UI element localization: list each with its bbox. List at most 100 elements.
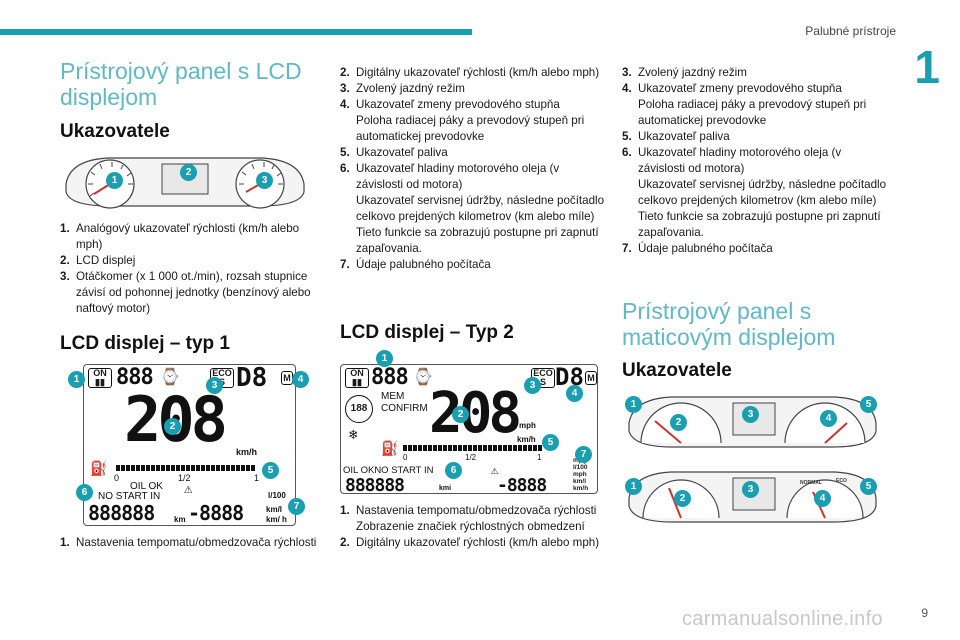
trip-unit: km/ h bbox=[266, 515, 287, 524]
callout-badge: 1 bbox=[625, 396, 642, 413]
page-title: Prístrojový panel s LCD displejom bbox=[60, 58, 302, 110]
callout-badge: 5 bbox=[860, 478, 877, 495]
oil-no-start-label: OIL OKNO START IN bbox=[343, 465, 434, 476]
legend-list: 1.Analógový ukazovateľ rýchlosti (km/h a… bbox=[60, 221, 325, 317]
service-wrench-icon: ⚠ bbox=[184, 481, 193, 497]
odometer-unit: km bbox=[174, 515, 186, 524]
fuel-scale-label: 0 bbox=[403, 453, 408, 462]
list-item: 7.Údaje palubného počítača bbox=[622, 242, 773, 255]
oil-ok-label: OIL OK bbox=[130, 481, 163, 492]
header-bar bbox=[0, 29, 472, 35]
trip-unit-km-l: km/l bbox=[266, 505, 283, 514]
fuel-scale-label: 1 bbox=[537, 453, 542, 462]
callout-badge: 3 bbox=[742, 406, 759, 423]
list-item: 6.Ukazovateľ hladiny motorového oleja (v… bbox=[340, 162, 605, 255]
callout-badge: 2 bbox=[164, 418, 181, 435]
callout-badge: 6 bbox=[445, 462, 462, 479]
snowflake-icon: ❄ bbox=[349, 427, 358, 443]
speed-unit: km/h bbox=[236, 447, 258, 457]
callout-badge: 4 bbox=[566, 385, 583, 402]
legend-list: 1.Nastavenia tempomatu/obmedzovača rýchl… bbox=[340, 503, 605, 551]
callout-badge: 2 bbox=[180, 164, 197, 181]
page-title: Prístrojový panel s maticovým displejom bbox=[622, 298, 836, 350]
trip-digits: -8888 bbox=[188, 501, 244, 525]
fuel-pump-icon: ⛽ bbox=[90, 461, 108, 477]
callout-badge: 1 bbox=[68, 371, 85, 388]
section-heading: Ukazovatele bbox=[60, 121, 170, 142]
fuel-scale-label: 1/2 bbox=[465, 453, 477, 462]
list-item: 5.Ukazovateľ paliva bbox=[622, 130, 730, 143]
speed-unit-mph: mph bbox=[519, 421, 536, 430]
legend-list: 2.Digitálny ukazovateľ rýchlosti (km/h a… bbox=[340, 65, 605, 273]
cruise-speed-digits: 888 bbox=[371, 365, 409, 390]
speedometer-icon: ⌚ bbox=[413, 367, 433, 386]
callout-badge: 1 bbox=[106, 172, 123, 189]
callout-badge: 3 bbox=[256, 172, 273, 189]
callout-badge: 4 bbox=[820, 410, 837, 427]
callout-badge: 5 bbox=[860, 396, 877, 413]
callout-badge: 4 bbox=[292, 371, 309, 388]
callout-badge: 1 bbox=[376, 350, 393, 367]
odometer-unit: kmi bbox=[439, 485, 452, 492]
fuel-gauge-bar bbox=[403, 445, 543, 451]
section-heading: LCD displej – Typ 2 bbox=[340, 322, 514, 343]
chapter-number: 1 bbox=[914, 41, 940, 93]
normal-zone-label: NORMAL bbox=[800, 480, 822, 486]
callout-badge: 3 bbox=[206, 377, 223, 394]
callout-badge: 2 bbox=[670, 414, 687, 431]
list-item: 3.Zvolený jazdný režim bbox=[340, 82, 465, 95]
callout-badge: 5 bbox=[542, 434, 559, 451]
watermark-url: carmanualsonline.info bbox=[682, 608, 883, 630]
section-heading: LCD displej – typ 1 bbox=[60, 333, 230, 354]
list-item: 3.Otáčkomer (x 1 000 ot./min), rozsah st… bbox=[60, 270, 311, 315]
fuel-scale-label: 1 bbox=[254, 473, 260, 483]
cruise-on-icon: ON▮▮ bbox=[345, 368, 369, 388]
section-heading: Ukazovatele bbox=[622, 360, 732, 381]
list-item: 1.Nastavenia tempomatu/obmedzovača rýchl… bbox=[340, 504, 597, 533]
list-item: 2.LCD displej bbox=[60, 254, 136, 267]
manual-mode-icon: M bbox=[585, 371, 597, 385]
speed-unit-kmh: km/h bbox=[517, 435, 536, 444]
mem-label: MEM bbox=[381, 391, 405, 402]
callout-badge: 3 bbox=[742, 481, 759, 498]
running-title: Palubné prístroje bbox=[805, 24, 896, 38]
eco-zone-label: ECO bbox=[836, 478, 847, 484]
list-item: 1.Nastavenia tempomatu/obmedzovača rýchl… bbox=[60, 536, 317, 549]
callout-badge: 2 bbox=[674, 490, 691, 507]
cruise-speed-digits: 888 bbox=[116, 365, 154, 390]
callout-badge: 5 bbox=[262, 462, 279, 479]
list-item: 3.Zvolený jazdný režim bbox=[622, 66, 747, 79]
legend-list: 3.Zvolený jazdný režim 4.Ukazovateľ zmen… bbox=[622, 65, 887, 257]
cruise-on-icon: ON▮▮ bbox=[88, 368, 112, 388]
list-item: 5.Ukazovateľ paliva bbox=[340, 146, 448, 159]
service-wrench-icon: ⚠ bbox=[491, 463, 499, 477]
page-number: 9 bbox=[921, 606, 928, 620]
confirm-label: CONFIRM bbox=[381, 403, 428, 414]
list-item: 1.Analógový ukazovateľ rýchlosti (km/h a… bbox=[60, 222, 300, 251]
callout-badge: 4 bbox=[814, 490, 831, 507]
consumption-unit: l/100 bbox=[268, 491, 286, 500]
list-item: 7.Údaje palubného počítača bbox=[340, 258, 491, 271]
speed-limit-sign-icon: 188 bbox=[345, 395, 373, 423]
no-start-in-label: NO START IN bbox=[98, 491, 161, 502]
list-item: 2.Digitálny ukazovateľ rýchlosti (km/h a… bbox=[340, 66, 600, 79]
callout-badge: 3 bbox=[524, 377, 541, 394]
list-item: 2.Digitálny ukazovateľ rýchlosti (km/h a… bbox=[340, 536, 600, 549]
fuel-scale-label: 0 bbox=[114, 473, 120, 483]
fuel-gauge-bar bbox=[116, 465, 256, 471]
list-item: 6.Ukazovateľ hladiny motorového oleja (v… bbox=[622, 146, 887, 239]
callout-badge: 6 bbox=[76, 484, 93, 501]
odometer-digits: 888888 bbox=[88, 501, 155, 525]
fuel-pump-icon: ⛽ bbox=[381, 441, 399, 457]
legend-list: 1.Nastavenia tempomatu/obmedzovača rýchl… bbox=[60, 535, 325, 551]
digital-speed: 208 bbox=[429, 381, 522, 446]
fuel-scale-label: 1/2 bbox=[178, 473, 191, 483]
trip-digits: -8888 bbox=[497, 475, 547, 496]
callout-badge: 1 bbox=[625, 478, 642, 495]
callout-badge: 7 bbox=[288, 498, 305, 515]
callout-badge: 7 bbox=[575, 446, 592, 463]
